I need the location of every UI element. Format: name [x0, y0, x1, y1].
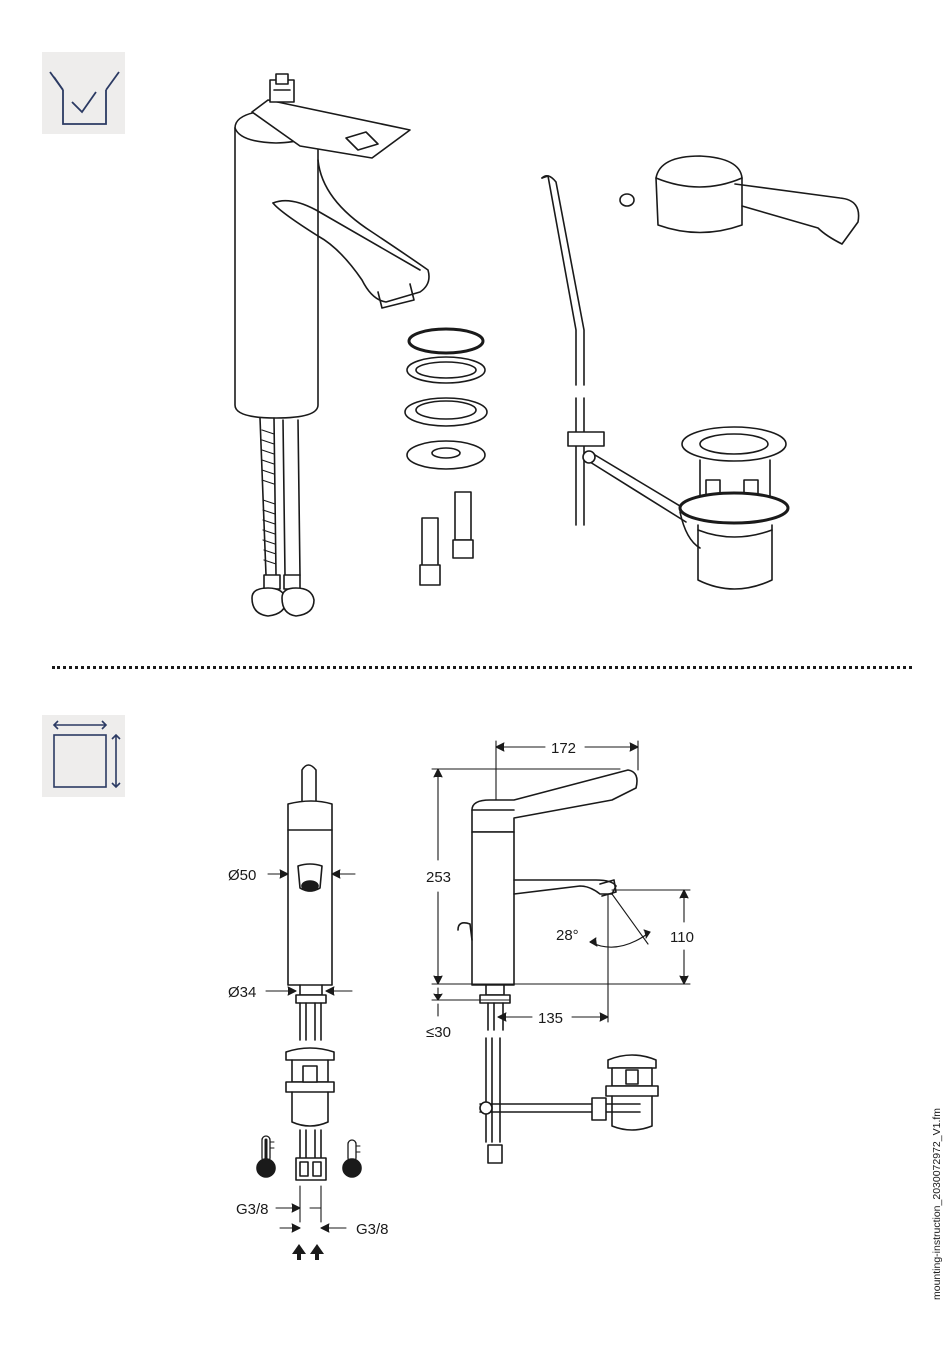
- dim-hot-connection: G3/8: [236, 1201, 269, 1218]
- flow-arrows-icon: [292, 1244, 324, 1260]
- dim-outlet-diameter: Ø50: [228, 867, 256, 884]
- dim-swivel-angle: 28°: [556, 927, 579, 944]
- dim-overall-width: 172: [551, 740, 576, 757]
- dim-overall-height: 253: [426, 869, 451, 886]
- flexible-hoses-illustration: [252, 418, 314, 616]
- front-view-drawing: [286, 765, 334, 1180]
- waste-valve-illustration: [680, 427, 788, 589]
- thermometer-cold-icon: [343, 1140, 361, 1177]
- dim-base-diameter: Ø34: [228, 984, 256, 1001]
- dim-max-deck-thickness: ≤30: [426, 1024, 451, 1041]
- seals-illustration: [405, 329, 487, 469]
- faucet-body-illustration: [235, 74, 429, 418]
- document-filename: mounting-instruction_2030072972_V1.fm: [928, 1058, 946, 1350]
- thermometer-hot-icon: [257, 1136, 275, 1177]
- dim-cold-connection: G3/8: [356, 1221, 389, 1238]
- side-view-drawing: [458, 770, 658, 1163]
- dim-spout-height: 110: [670, 929, 694, 946]
- dim-spout-reach: 135: [538, 1010, 563, 1027]
- threaded-studs-illustration: [420, 492, 473, 585]
- lever-handle-illustration: [620, 156, 859, 244]
